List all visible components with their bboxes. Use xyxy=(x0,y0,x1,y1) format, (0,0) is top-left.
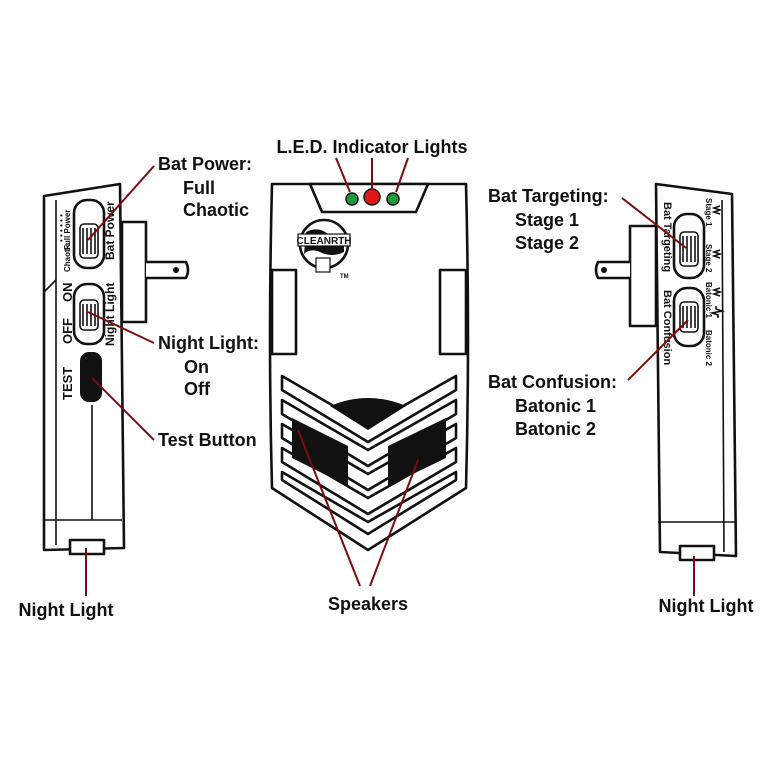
callout-bat-power-title: Bat Power: xyxy=(158,154,252,174)
batonic-2-wave-icon xyxy=(708,306,726,318)
callout-bat-targeting-title: Bat Targeting: xyxy=(488,186,609,206)
led-green-left xyxy=(345,192,359,206)
logo-text: CLEANRTH xyxy=(297,236,352,247)
chaotic-dots: • • • • • • xyxy=(57,214,66,242)
stage-1-label: Stage 1 xyxy=(704,198,713,227)
left-plug xyxy=(120,220,190,324)
speaker-left xyxy=(292,418,348,486)
callout-led-lights: L.E.D. Indicator Lights xyxy=(276,137,467,157)
callout-night-light-off: Off xyxy=(184,379,211,399)
led-red-center xyxy=(363,188,381,206)
chaotic-label: Chaotic xyxy=(63,242,72,272)
callout-bat-targeting-stage2: Stage 2 xyxy=(515,233,579,253)
callout-bat-confusion-batonic2: Batonic 2 xyxy=(515,419,596,439)
callout-night-light-right: Night Light xyxy=(659,596,754,616)
callout-night-light-left: Night Light xyxy=(19,600,114,620)
right-plug xyxy=(594,224,658,328)
callout-test-button: Test Button xyxy=(158,430,257,450)
batonic-1-wave-icon xyxy=(711,287,723,297)
callout-speakers: Speakers xyxy=(328,594,408,614)
front-view: CLEANRTH TM xyxy=(268,182,470,552)
right-side-view: Bat Targeting Bat Confusion Stage 1 Stag… xyxy=(594,182,738,562)
callout-bat-confusion-batonic1: Batonic 1 xyxy=(515,396,596,416)
night-light-switch[interactable] xyxy=(72,282,106,346)
right-device-body xyxy=(654,182,738,558)
leader-lines xyxy=(85,157,695,596)
front-grip-right xyxy=(438,268,468,356)
test-label: TEST xyxy=(60,367,75,400)
speaker-grille xyxy=(280,374,458,536)
callout-bat-targeting-stage1: Stage 1 xyxy=(515,210,579,230)
trademark: TM xyxy=(340,274,349,280)
callout-bat-power-chaotic: Chaotic xyxy=(183,200,249,220)
callout-night-light-on: On xyxy=(184,357,209,377)
bat-targeting-label: Bat Targeting xyxy=(661,202,673,272)
bat-power-switch[interactable] xyxy=(72,198,106,270)
full-power-label: Full Power xyxy=(63,210,72,250)
stage-2-wave-icon xyxy=(711,249,723,259)
bat-confusion-switch[interactable] xyxy=(672,286,706,348)
left-side-view: Full Power Chaotic • • • • • • Bat Power… xyxy=(42,182,190,556)
on-label: ON xyxy=(60,283,75,303)
callout-night-light-title: Night Light: xyxy=(158,333,259,353)
bat-power-label: Bat Power xyxy=(103,201,117,260)
stage-1-wave-icon xyxy=(711,205,723,215)
night-light-label: Night Light xyxy=(103,283,117,346)
test-button[interactable] xyxy=(80,352,102,402)
stage-2-label: Stage 2 xyxy=(704,244,713,273)
led-green-right xyxy=(386,192,400,206)
bat-targeting-switch[interactable] xyxy=(672,212,706,280)
speaker-right xyxy=(388,418,446,486)
off-label: OFF xyxy=(60,318,75,344)
batonic-2-label: Batonic 2 xyxy=(704,330,713,367)
callout-bat-power-full: Full xyxy=(183,178,215,198)
brand-logo: CLEANRTH TM xyxy=(297,218,352,280)
batonic-1-label: Batonic 1 xyxy=(704,282,713,319)
bat-confusion-label: Bat Confusion xyxy=(661,290,673,365)
callout-bat-confusion-title: Bat Confusion: xyxy=(488,372,617,392)
night-light-window-right xyxy=(678,544,716,562)
front-grip-left xyxy=(270,268,298,356)
